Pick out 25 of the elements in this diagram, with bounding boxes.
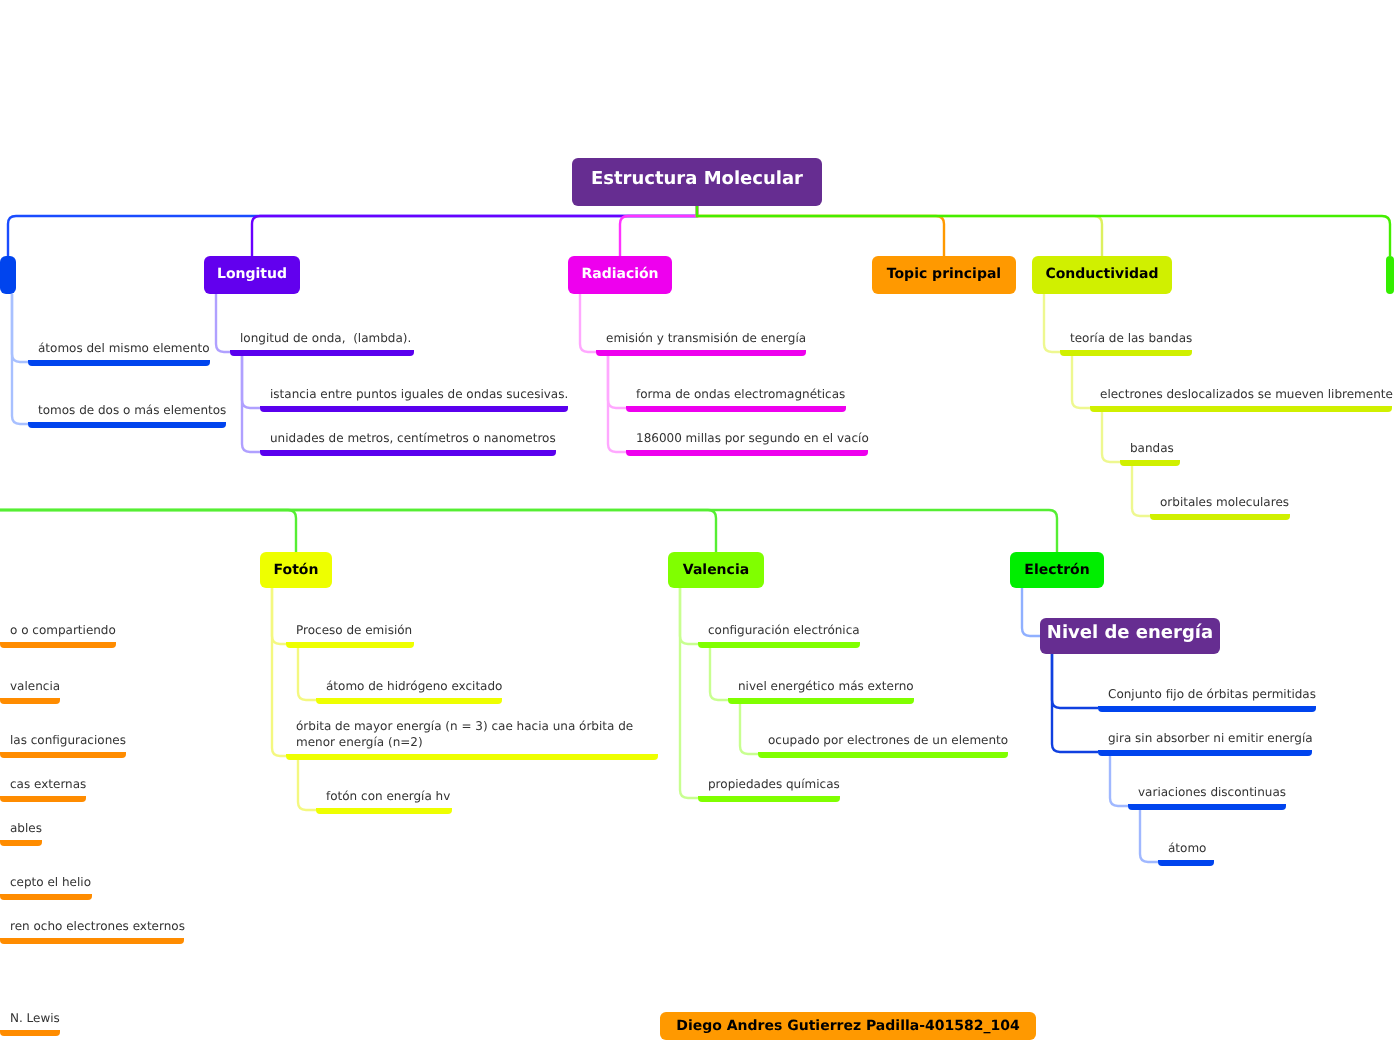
connector-line bbox=[1050, 654, 1098, 754]
connector-line bbox=[296, 644, 316, 702]
connector-line bbox=[10, 294, 28, 426]
connector-line bbox=[1100, 408, 1120, 464]
connector-line bbox=[695, 206, 1392, 256]
connector-line bbox=[1070, 352, 1090, 410]
topic-box bbox=[0, 256, 16, 294]
connector-line bbox=[270, 588, 286, 758]
connector-line bbox=[214, 294, 230, 354]
connector-line bbox=[296, 756, 316, 812]
connector-line bbox=[0, 508, 1059, 552]
connector-line bbox=[738, 700, 758, 756]
connector-line bbox=[1108, 752, 1128, 808]
connector-line bbox=[1138, 806, 1158, 864]
central-topic-box: Estructura Molecular bbox=[572, 158, 822, 206]
connector-line bbox=[240, 352, 260, 454]
connector-line bbox=[1130, 462, 1150, 518]
connector-line bbox=[708, 644, 728, 702]
connector-line bbox=[1020, 588, 1040, 638]
connector-line bbox=[578, 294, 596, 354]
connector-line bbox=[1042, 294, 1060, 354]
topic-box bbox=[1386, 256, 1394, 294]
connector-line bbox=[606, 352, 626, 454]
connector-line bbox=[678, 588, 698, 800]
central-topic-box: Nivel de energía bbox=[1040, 618, 1220, 654]
